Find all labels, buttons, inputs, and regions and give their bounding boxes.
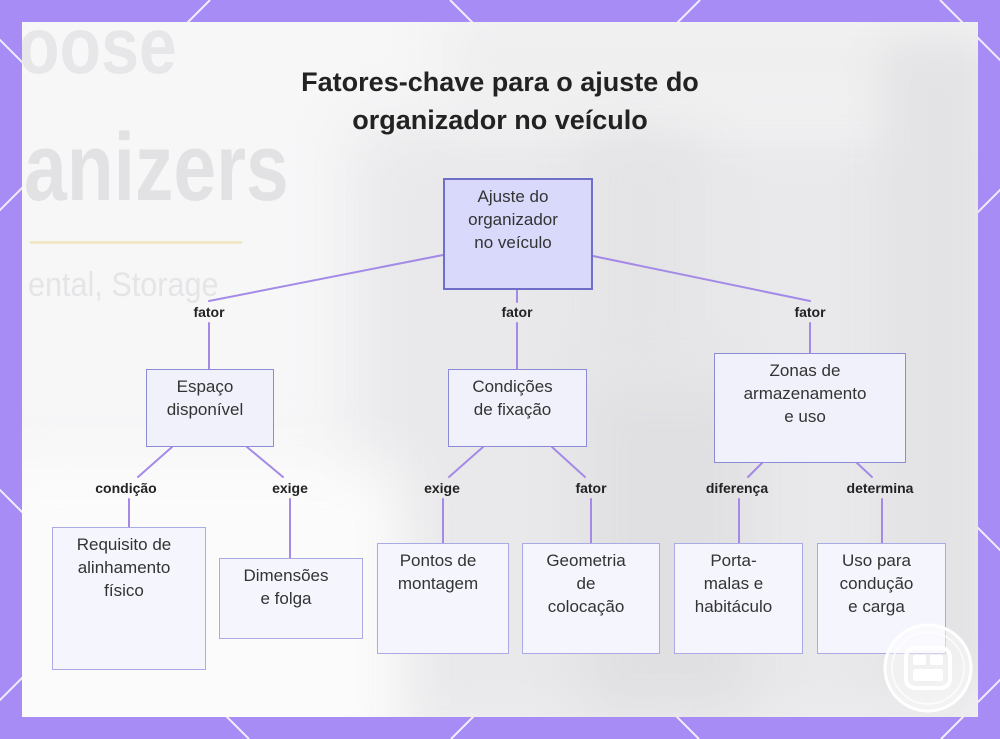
node-label-line: Pontos de (378, 549, 498, 572)
node-label-line: Espaço (147, 375, 263, 398)
node-dimensoes-e-folga: Dimensões e folga (219, 558, 363, 639)
edge-label-condicoes-pontos: exige (424, 480, 460, 496)
edge-label-root-espaco: fator (193, 304, 224, 320)
edge-label-zonas-porta-malas: diferença (706, 480, 768, 496)
node-label-line: Ajuste do (445, 185, 581, 208)
node-label-line: malas e (675, 572, 792, 595)
photo-rule (30, 241, 242, 244)
node-label-line: no veículo (445, 231, 581, 254)
title-line: organizador no veículo (0, 101, 1000, 139)
node-label-line: de (523, 572, 649, 595)
node-label-line: condução (818, 572, 935, 595)
edge-label-root-condicoes: fator (501, 304, 532, 320)
node-label-line: Condições (449, 375, 576, 398)
node-label-line: e carga (818, 595, 935, 618)
node-label-line: armazenamento (715, 382, 895, 405)
node-label-line: e folga (220, 587, 352, 610)
node-label-line: colocação (523, 595, 649, 618)
node-label-line: Requisito de (53, 533, 195, 556)
node-label-line: Porta- (675, 549, 792, 572)
edge-label-espaco-requisito: condição (95, 480, 156, 496)
node-condicoes-de-fixacao: Condições de fixação (448, 369, 587, 447)
node-zonas-de-armazenamento: Zonas de armazenamento e uso (714, 353, 906, 463)
node-label-line: Zonas de (715, 359, 895, 382)
node-label-line: físico (53, 579, 195, 602)
node-label-line: montagem (378, 572, 498, 595)
node-label-line: alinhamento (53, 556, 195, 579)
logo-box-cell (913, 669, 943, 681)
edge-label-condicoes-geometria: fator (575, 480, 606, 496)
organizer-box-icon (882, 622, 974, 714)
logo-ring (885, 625, 971, 711)
node-label-line: disponível (147, 398, 263, 421)
node-label-line: Dimensões (220, 564, 352, 587)
node-label-line: habitáculo (675, 595, 792, 618)
diagram-title: Fatores-chave para o ajuste do organizad… (0, 63, 1000, 139)
edge-label-zonas-uso: determina (847, 480, 914, 496)
edge-label-root-zonas: fator (794, 304, 825, 320)
node-label-line: organizador (445, 208, 581, 231)
edge-label-espaco-dimensoes: exige (272, 480, 308, 496)
logo-box-cell (913, 655, 926, 665)
node-label-line: e uso (715, 405, 895, 428)
node-label-line: de fixação (449, 398, 576, 421)
node-pontos-de-montagem: Pontos de montagem (377, 543, 509, 654)
logo-box-cell (930, 655, 943, 665)
node-geometria-de-colocacao: Geometria de colocação (522, 543, 660, 654)
node-label-line: Uso para (818, 549, 935, 572)
node-label-line: Geometria (523, 549, 649, 572)
photo-text: ental, Storage (28, 268, 219, 302)
title-line: Fatores-chave para o ajuste do (0, 63, 1000, 101)
node-espaco-disponivel: Espaço disponível (146, 369, 274, 447)
photo-shade (582, 132, 702, 372)
node-ajuste-do-organizador: Ajuste do organizador no veículo (443, 178, 593, 290)
node-requisito-de-alinhamento: Requisito de alinhamento físico (52, 527, 206, 670)
node-porta-malas-e-habitaculo: Porta- malas e habitáculo (674, 543, 803, 654)
